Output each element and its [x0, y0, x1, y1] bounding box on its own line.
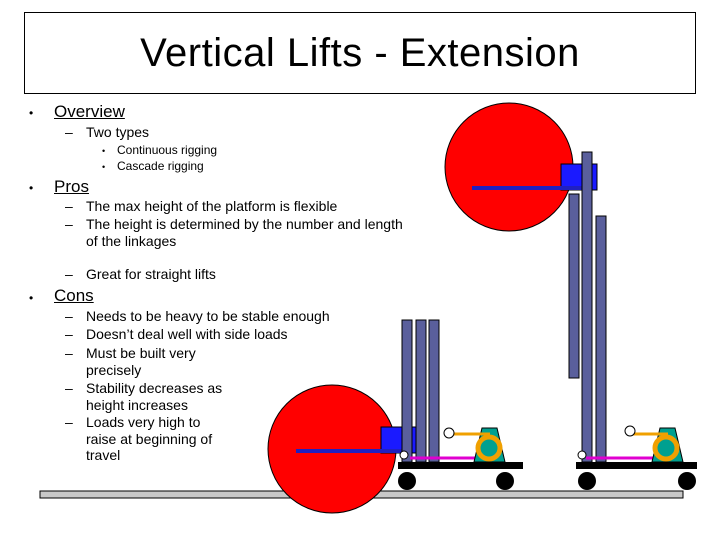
wheel-low-right — [496, 472, 514, 490]
slide-title: Vertical Lifts - Extension — [140, 30, 580, 75]
lift-collapsed — [267, 319, 523, 514]
dash: – — [65, 266, 73, 282]
item-two-types: Two types — [86, 124, 150, 140]
title-box: Vertical Lifts - Extension — [24, 12, 696, 94]
base-high — [576, 462, 697, 469]
base-low — [398, 462, 523, 469]
pulley-small-low — [399, 450, 409, 460]
wheel-high-right — [678, 472, 696, 490]
con-item-4: Stability decreases as height increases — [86, 380, 223, 413]
con-item-2: Doesn’t deal well with side loads — [86, 326, 288, 342]
pulley-low — [443, 427, 455, 439]
subitem-continuous: Continuous rigging — [117, 143, 218, 157]
dash: – — [65, 414, 73, 430]
subitem-cascade: Cascade rigging — [117, 159, 204, 173]
con-item-1: Needs to be heavy to be stable enough — [86, 308, 330, 324]
dash: – — [65, 345, 73, 361]
pro-item-2: The height is determined by the number a… — [86, 216, 403, 249]
bullet-cons: • — [29, 291, 34, 305]
dash: – — [65, 326, 73, 342]
winch-drum-high — [652, 434, 680, 462]
heading-overview: Overview — [54, 102, 125, 121]
heading-pros: Pros — [54, 177, 89, 196]
con-item-5: Loads very high to raise at beginning of… — [86, 414, 213, 463]
wheel-low-left — [398, 472, 416, 490]
wheel-high-left — [578, 472, 596, 490]
lift-extended — [444, 102, 697, 490]
bullet-overview: • — [29, 106, 34, 120]
sub-bullet: • — [102, 162, 106, 172]
con-item-3: Must be built very precisely — [86, 345, 196, 378]
bullet-pros: • — [29, 181, 34, 195]
heading-cons: Cons — [54, 286, 94, 305]
dash: – — [65, 216, 73, 232]
sub-bullet: • — [102, 146, 106, 156]
dash: – — [65, 124, 73, 140]
dash: – — [65, 308, 73, 324]
winch-drum-low — [475, 434, 503, 462]
dash: – — [65, 198, 73, 214]
mast-high-lower — [568, 193, 580, 379]
pulley-small-high — [577, 450, 587, 460]
pro-item-3: Great for straight lifts — [86, 266, 216, 282]
pro-item-1: The max height of the platform is flexib… — [86, 198, 338, 214]
dash: – — [65, 380, 73, 396]
pulley-high — [624, 425, 636, 437]
